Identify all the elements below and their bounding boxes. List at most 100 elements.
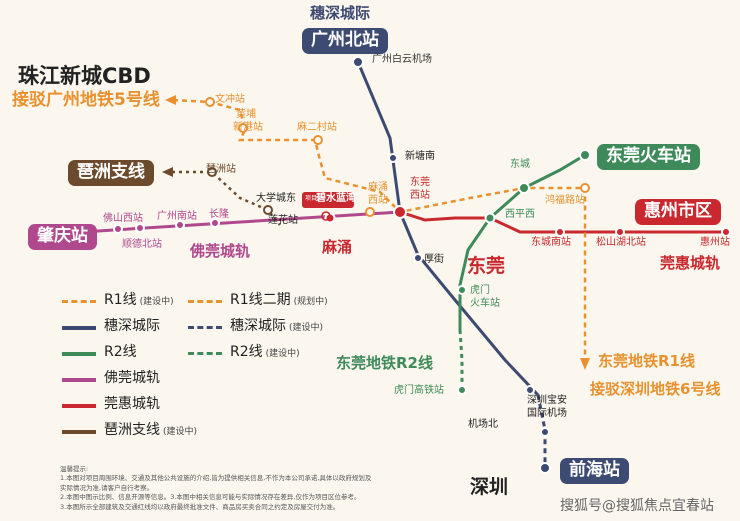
station-dot-houjie — [413, 253, 423, 263]
legend-text: R1线二期 — [230, 292, 291, 308]
legend-text: 佛莞城轨 — [104, 370, 160, 386]
guangzhou-transfer-label: 接驳广州地铁5号线 — [12, 90, 160, 110]
guozhou-line-badge: 琶洲支线 — [68, 160, 154, 186]
shenzhen-label: 深圳 — [470, 476, 509, 498]
legend-text: R2线 — [104, 344, 137, 360]
r1-line-label: 东莞地铁R1线 — [598, 352, 695, 370]
station-dot-dongguan-train — [579, 149, 591, 161]
station-dot-machongxi — [365, 207, 375, 217]
notes-line: 实际情况为准,请客户自行考察。 — [60, 483, 154, 492]
station-dot-pazhou — [207, 167, 217, 177]
legend-swatch-r2 — [62, 352, 96, 356]
arrow-wenchong — [165, 95, 176, 105]
legend-label-guanhui: 莞惠城轨 — [104, 397, 160, 411]
notes-line: 2.本图中图示比例、信息开源等信息。3.本图中相关信息可能与实际情况存在差异,仅… — [60, 493, 361, 502]
station-baiyun-airport: 广州白云机场 — [372, 54, 432, 65]
legend-swatch-r1-phase2 — [188, 300, 222, 303]
station-dot-baoan — [525, 385, 535, 395]
station-dot-huangpu — [238, 123, 248, 133]
station-lianhua: 莲花站 — [268, 215, 298, 226]
station-xintangnan: 新塘南 — [405, 151, 435, 162]
legend-swatch-suishen-construction — [188, 326, 222, 329]
station-dongguanxi-2: 西站 — [410, 190, 430, 201]
station-fushanxi: 佛山西站 — [103, 213, 143, 224]
station-dot-dongcheng — [518, 182, 530, 194]
notes-line: 3.本图所示全部建筑及交通红线均以政府最终批准文件、商品房买卖合同之约定及房屋交… — [60, 502, 340, 511]
r1-transfer-label: 接驳深圳地铁6号线 — [590, 380, 721, 398]
arrow-r1-south — [580, 358, 590, 370]
station-dot-maercun — [313, 135, 323, 145]
legend-label-r2-construction: R2线(建设中) — [230, 345, 300, 359]
foguan-line-label: 佛莞城轨 — [190, 242, 251, 260]
notes-title: 温馨提示: — [60, 465, 89, 473]
guangzhou-north-badge: 广州北站 — [302, 28, 388, 54]
station-dot-changlong — [210, 218, 220, 228]
station-dot-songshanhu — [615, 227, 625, 237]
legend-label-r1: R1线(建设中) — [104, 293, 174, 307]
station-dot-dongchengnan — [555, 227, 565, 237]
guanhui-line-label: 莞惠城轨 — [660, 254, 721, 272]
huizhou-badge: 惠州市区 — [635, 199, 721, 225]
station-songshanhu: 松山湖北站 — [596, 237, 646, 248]
station-machong: 麻涌 — [322, 238, 353, 256]
guangzhou-cbd-label: 珠江新城CBD — [18, 64, 151, 88]
station-dot-wenchong — [205, 97, 215, 107]
qianhai-badge: 前海站 — [560, 458, 629, 484]
station-dot-jichangbei — [540, 427, 550, 437]
r2-line-construction — [458, 329, 464, 390]
station-huangpu-1: 黄埔 — [236, 109, 256, 120]
dongguan-train-badge: 东莞火车站 — [597, 144, 700, 170]
legend-text: R1线 — [104, 292, 137, 308]
notes-line: 1.本图对项目周围环境、交通及其他公共设施的介绍,皆为提供相关信息,不作为本公司… — [60, 474, 372, 483]
station-dot-guangzhounan — [175, 220, 185, 230]
legend-text: 琶洲支线 — [104, 422, 160, 438]
station-guangzhounan: 广州南站 — [157, 211, 197, 222]
station-houjie: 厚街 — [424, 254, 444, 265]
disclaimer-notes: 温馨提示: 1.本图对项目周围环境、交通及其他公共设施的介绍,皆为提供相关信息,… — [60, 465, 400, 512]
station-dot-dongguanxi — [393, 205, 407, 219]
legend-label-r1-phase2: R1线二期(规划中) — [230, 293, 328, 307]
arrow-guozhou — [162, 167, 173, 177]
legend-text: R2线 — [230, 344, 263, 360]
legend-swatch-guanhui — [62, 404, 96, 408]
legend-label-suishen: 穗深城际 — [104, 319, 160, 333]
station-huizhou: 惠州站 — [700, 237, 730, 248]
r1-line — [172, 98, 587, 360]
station-dot-baiyun — [352, 56, 364, 68]
station-dot-huizhou — [721, 227, 731, 237]
station-maercun: 麻二村站 — [297, 122, 337, 133]
station-dot-humen-gaotie — [457, 385, 467, 395]
station-baoan-2: 国际机场 — [527, 408, 567, 419]
station-dongchengnan: 东城南站 — [531, 237, 571, 248]
suishen-line-construction — [536, 394, 547, 468]
station-dongcheng: 东城 — [510, 159, 530, 170]
legend-text: 穗深城际 — [104, 318, 160, 334]
station-honghu: 鸿福路站 — [545, 195, 585, 206]
station-daxuecheng: 大学城东 — [256, 193, 296, 204]
station-dot-xipingxi — [484, 212, 496, 224]
legend-note: (建设中) — [289, 323, 324, 333]
station-dot-fushanxi — [113, 224, 123, 234]
station-huangpu-2: 新港站 — [233, 122, 263, 133]
legend-note: (建设中) — [265, 349, 300, 359]
station-jichangbei: 机场北 — [468, 419, 498, 430]
station-xipingxi: 西平西 — [505, 209, 535, 220]
zhaoqing-badge: 肇庆站 — [28, 224, 97, 250]
station-dongguanxi-1: 东莞 — [410, 177, 430, 188]
station-dot-shundebei — [135, 223, 145, 233]
foguan-line — [49, 210, 401, 236]
legend-swatch-r2-construction — [188, 352, 222, 355]
station-shundebei: 顺德北站 — [122, 239, 162, 250]
legend-swatch-foguan — [62, 378, 96, 382]
legend-text: 莞惠城轨 — [104, 396, 160, 412]
guozhou-line — [172, 170, 281, 226]
legend-swatch-suishen — [62, 326, 96, 330]
project-tag: 项目 — [305, 195, 318, 202]
project-marker — [302, 192, 354, 208]
legend-swatch-r1 — [62, 300, 96, 303]
legend-label-suishen-construction: 穗深城际(建设中) — [230, 319, 323, 333]
station-changlong: 长隆 — [209, 209, 229, 220]
project-pin-icon — [321, 211, 331, 221]
station-dot-daxuecheng — [263, 205, 273, 215]
